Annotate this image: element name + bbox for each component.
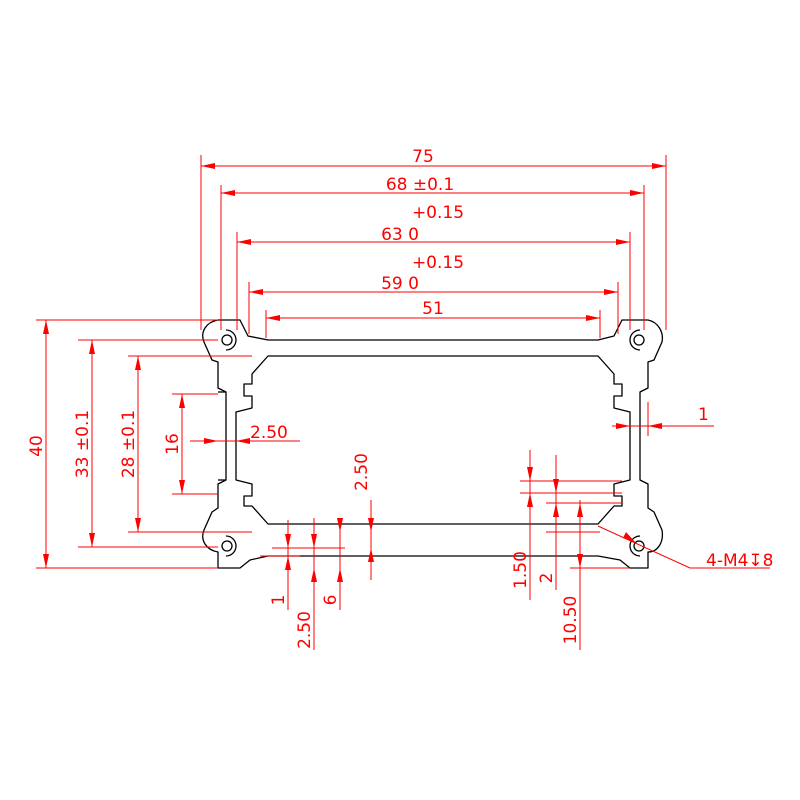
label-bottom-2-50: 2.50 xyxy=(295,611,315,649)
screw-boss-top-right xyxy=(629,329,641,351)
screw-hole-top-right xyxy=(633,334,645,346)
dimension-lines xyxy=(36,155,770,650)
label-right-1-50: 1.50 xyxy=(511,551,531,589)
extrusion-profile xyxy=(202,319,664,569)
profile-inner-cavity xyxy=(235,355,631,525)
label-bottom-gap: 2.50 xyxy=(352,453,372,491)
label-slot-inner: 59 0 xyxy=(381,274,419,294)
screw-hole-bottom-right xyxy=(633,540,645,552)
label-right-2: 2 xyxy=(537,573,557,584)
label-thread-callout: 4-M4↧8 xyxy=(706,551,774,571)
label-bottom-6: 6 xyxy=(321,595,341,606)
label-slot-outer: 63 0 xyxy=(381,225,419,245)
screw-boss-bottom-right xyxy=(629,535,641,557)
label-bottom-1: 1 xyxy=(269,595,289,606)
label-slot-inner-tol: +0.15 xyxy=(412,253,464,273)
label-side-offset: 2.50 xyxy=(250,423,288,443)
profile-outer-contour xyxy=(202,319,664,569)
label-slot-outer-tol: +0.15 xyxy=(412,203,464,223)
dimension-labels: 75 68 ±0.1 +0.15 63 0 +0.15 59 0 51 40 3… xyxy=(27,147,774,649)
label-overall-width: 75 xyxy=(412,147,434,167)
label-overall-height: 40 xyxy=(27,435,47,457)
screw-boss-bottom-left xyxy=(225,535,237,557)
label-mount-height: 33 ±0.1 xyxy=(73,410,93,478)
screw-boss-top-left xyxy=(225,329,237,351)
label-rail-height: 28 ±0.1 xyxy=(119,410,139,478)
label-mount-width: 68 ±0.1 xyxy=(386,175,454,195)
label-inner-width: 51 xyxy=(422,299,444,319)
label-wall-right: 1 xyxy=(698,405,709,425)
label-side-notch: 16 xyxy=(163,433,183,455)
screw-hole-bottom-left xyxy=(221,540,233,552)
label-right-10-50: 10.50 xyxy=(561,596,581,645)
screw-hole-top-left xyxy=(221,334,233,346)
